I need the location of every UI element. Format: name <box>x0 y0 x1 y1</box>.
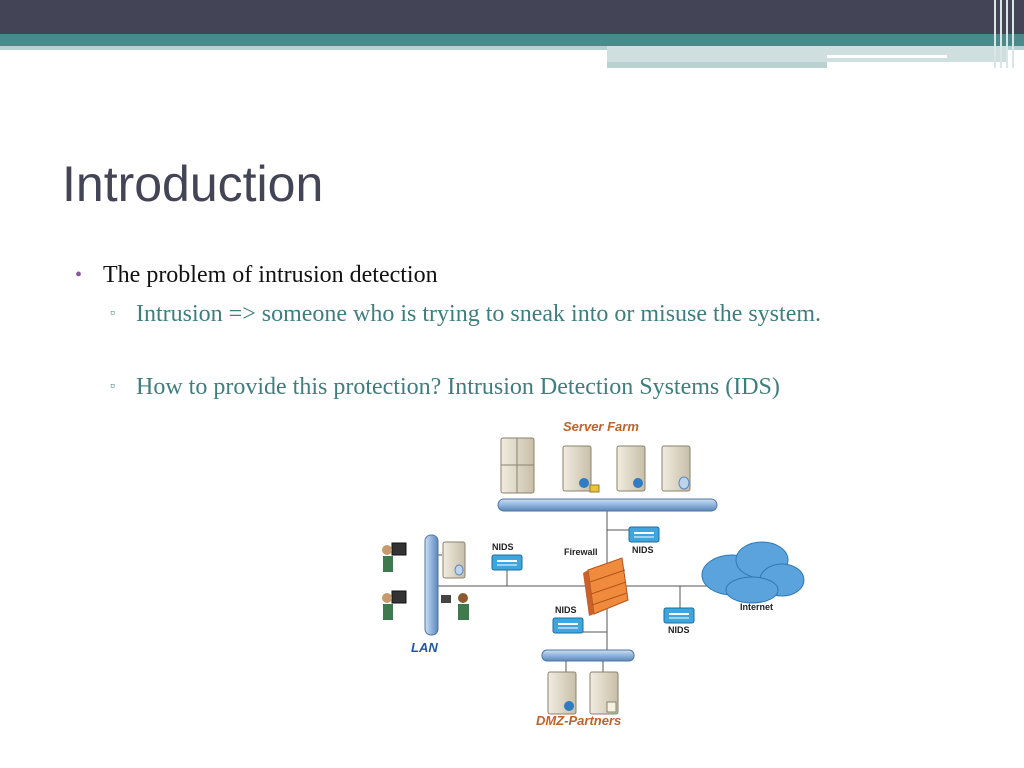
square-bullet-icon: ▫ <box>110 379 115 394</box>
decorative-line <box>994 0 996 68</box>
dmz-servers <box>547 671 619 715</box>
decorative-line <box>1000 0 1002 68</box>
decorative-line <box>827 55 947 58</box>
nids-sensor <box>552 617 584 634</box>
dmz-partners-label: DMZ-Partners <box>536 713 621 728</box>
top-dark-bar <box>0 0 1024 34</box>
slide-title: Introduction <box>62 156 324 212</box>
decorative-block <box>607 46 1007 62</box>
globe-icon <box>564 701 574 711</box>
nids-label: NIDS <box>668 625 690 635</box>
server-farm-servers <box>500 437 691 494</box>
decorative-line <box>1006 0 1008 68</box>
nids-sensor <box>628 526 660 543</box>
decorative-block <box>607 62 827 68</box>
firewall-label: Firewall <box>564 547 598 557</box>
globe-icon <box>579 478 589 488</box>
dmz-backbone <box>541 649 635 662</box>
bullet-dot-icon: • <box>75 264 83 286</box>
ids-network-diagram: Server Farm NIDS LAN NIDS <box>382 419 805 728</box>
decorative-line <box>1012 0 1014 68</box>
server-farm-label: Server Farm <box>563 419 639 434</box>
firewall-icon <box>583 557 629 616</box>
server-farm-backbone <box>497 498 718 512</box>
lan-users <box>382 542 469 620</box>
nids-label: NIDS <box>555 605 577 615</box>
nids-label: NIDS <box>632 545 654 555</box>
bullet-text: The problem of intrusion detection <box>103 262 438 288</box>
lan-backbone <box>424 534 439 636</box>
nids-sensor <box>663 607 695 624</box>
teal-stripe <box>0 34 1024 46</box>
sub-bullet-item: ▫ Intrusion => someone who is trying to … <box>110 297 960 331</box>
light-teal-stripe <box>0 46 1024 50</box>
globe-icon <box>633 478 643 488</box>
sub-bullet-item: ▫ How to provide this protection? Intrus… <box>110 370 960 404</box>
internet-cloud-icon <box>701 541 805 604</box>
database-icon <box>454 564 464 576</box>
sub-bullet-text: Intrusion => someone who is trying to sn… <box>136 301 822 327</box>
nids-sensor <box>491 554 523 571</box>
lan-server <box>442 541 466 579</box>
nids-label: NIDS <box>492 542 514 552</box>
lan-label: LAN <box>411 640 438 655</box>
square-bullet-icon: ▫ <box>110 306 115 321</box>
database-icon <box>678 476 690 490</box>
sub-bullet-text: How to provide this protection? Intrusio… <box>136 374 780 400</box>
internet-label: Internet <box>740 602 773 612</box>
